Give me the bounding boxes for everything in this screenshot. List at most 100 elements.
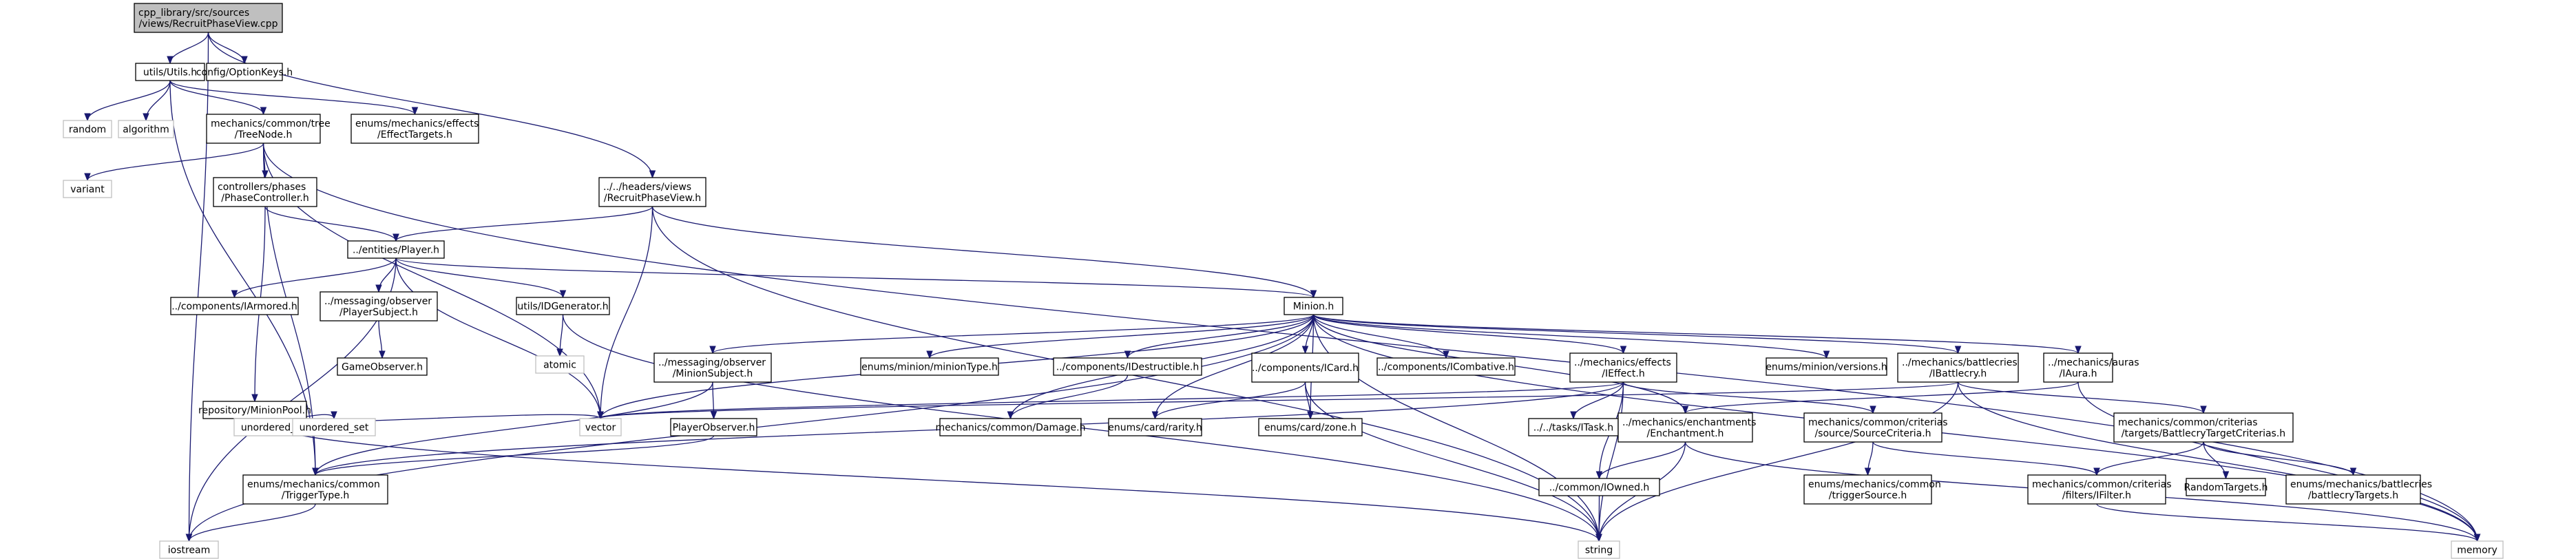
node-idgenerator[interactable]: utils/IDGenerator.h — [516, 297, 610, 315]
edge-phasecontroller-to-player — [264, 206, 396, 242]
edge-battlecrytargetcriteria-to-ifilter — [2097, 441, 2204, 476]
node-player[interactable]: ../entities/Player.h — [347, 240, 445, 259]
edge-root-to-utils — [170, 32, 209, 64]
node-box-versions — [1766, 357, 1887, 376]
edge-icard-to-string — [1304, 381, 1600, 541]
node-triggersource[interactable]: enums/mechanics/common/triggerSource.h — [1803, 474, 1941, 505]
node-label-idgenerator-0: utils/IDGenerator.h — [517, 302, 608, 313]
node-ibattlecry[interactable]: ../mechanics/battlecries/IBattlecry.h — [1897, 352, 2019, 383]
node-label-playerobserver-0: PlayerObserver.h — [673, 423, 755, 434]
node-randomtargets[interactable]: RandomTargets.h — [2184, 478, 2268, 496]
node-gameobserver[interactable]: GameObserver.h — [337, 357, 428, 376]
node-cardrarity[interactable]: enums/card/rarity.h — [1108, 418, 1202, 436]
node-label-ieffect-0: ../mechanics/effects — [1574, 357, 1671, 368]
node-damage[interactable]: mechanics/common/Damage.h — [936, 418, 1086, 436]
node-ieffect[interactable]: ../mechanics/effects/IEffect.h — [1569, 352, 1677, 383]
node-label-battlecrytargetcriteria-1: /targets/BattlecryTargetCriterias.h — [2122, 428, 2285, 439]
node-label-effecttargets-1: /EffectTargets.h — [377, 129, 452, 140]
node-iarmored[interactable]: ../components/IArmored.h — [170, 297, 299, 315]
node-cardzone[interactable]: enums/card/zone.h — [1258, 418, 1363, 436]
node-playersubject[interactable]: ../messaging/observer/PlayerSubject.h — [320, 291, 438, 321]
node-label-ibattlecry-0: ../mechanics/battlecries — [1902, 357, 2018, 368]
node-box-variant — [63, 180, 112, 198]
node-enchantment[interactable]: ../mechanics/enchantments/Enchantment.h — [1617, 412, 1756, 443]
node-box-random — [63, 120, 112, 138]
node-box-gameobserver — [337, 357, 428, 376]
node-utils[interactable]: utils/Utils.h — [135, 63, 205, 81]
edge-player-to-minion — [395, 257, 1314, 298]
node-iaura[interactable]: ../mechanics/auras/IAura.h — [2043, 352, 2139, 383]
node-box-triggertype — [242, 474, 388, 505]
node-triggertype[interactable]: enums/mechanics/common/TriggerType.h — [242, 474, 388, 505]
node-label-icombative-0: ../components/ICombative.h — [1378, 362, 1514, 373]
node-versions[interactable]: enums/minion/versions.h — [1766, 357, 1887, 376]
edge-playersubject-to-gameobserver — [378, 320, 382, 358]
node-box-iowned — [1538, 478, 1660, 496]
edge-minion-to-minionsubject — [713, 314, 1315, 354]
edge-minion-to-versions — [1312, 314, 1827, 359]
node-root[interactable]: cpp_library/src/sources/views/RecruitPha… — [134, 3, 283, 33]
edge-iowned-to-string — [1599, 495, 1600, 541]
node-label-root-0: cpp_library/src/sources — [138, 8, 249, 19]
node-label-root-1: /views/RecruitPhaseView.cpp — [138, 19, 278, 30]
node-configopt[interactable]: config/OptionKeys.h — [196, 63, 293, 81]
node-box-ieffect — [1569, 352, 1677, 383]
edge-recruitview-to-player — [396, 206, 653, 242]
node-label-random-0: random — [69, 125, 106, 136]
node-treenode[interactable]: mechanics/common/tree/TreeNode.h — [206, 114, 331, 144]
edge-utils-to-treenode — [169, 80, 264, 115]
edge-recruitview-to-minion — [651, 206, 1314, 298]
edge-minion-to-iaura — [1312, 314, 2079, 354]
node-effecttargets[interactable]: enums/mechanics/effects/EffectTargets.h — [350, 114, 479, 144]
node-label-vector-0: vector — [585, 423, 616, 434]
edge-minionsubject-to-playerobserver — [713, 381, 714, 419]
node-box-icombative — [1376, 357, 1516, 376]
node-icard[interactable]: ../components/ICard.h — [1251, 352, 1359, 383]
node-unordered_set: unordered_set — [292, 418, 376, 436]
edge-minion-to-ieffect — [1312, 314, 1624, 354]
edge-ieffect-to-vector — [600, 381, 1624, 419]
node-minionpool[interactable]: repository/MinionPool.h — [198, 401, 311, 419]
edge-enchantment-to-iowned — [1600, 441, 1686, 479]
edge-utils-to-effecttargets — [169, 80, 415, 115]
node-label-battlecrytargetcriteria-0: mechanics/common/criterias — [2118, 417, 2258, 428]
edge-ieffect-to-sourcecriteria — [1622, 381, 1874, 414]
node-vector: vector — [579, 418, 622, 436]
node-variant: variant — [63, 180, 112, 198]
node-box-atomic — [535, 355, 585, 374]
node-ifilter[interactable]: mechanics/common/criterias/filters/IFilt… — [2027, 474, 2172, 505]
edge-minionpool-to-string — [254, 418, 1599, 541]
node-phasecontroller[interactable]: controllers/phases/PhaseController.h — [213, 177, 317, 207]
node-playerobserver[interactable]: PlayerObserver.h — [670, 418, 757, 436]
node-box-treenode — [206, 114, 321, 144]
node-recruitview[interactable]: ../../headers/views/RecruitPhaseView.h — [598, 177, 706, 207]
node-minion[interactable]: Minion.h — [1284, 297, 1343, 315]
node-label-sourcecriteria-0: mechanics/common/criterias — [1808, 417, 1948, 428]
node-label-configopt-0: config/OptionKeys.h — [196, 67, 293, 78]
edge-minion-to-miniontype — [930, 314, 1315, 359]
node-iowned[interactable]: ../common/IOwned.h — [1538, 478, 1660, 496]
node-icombative[interactable]: ../components/ICombative.h — [1376, 357, 1516, 376]
node-label-idestructible-0: ../components/IDestructible.h — [1056, 362, 1200, 373]
node-label-unordered_set-0: unordered_set — [300, 423, 369, 434]
node-algorithm: algorithm — [118, 120, 174, 138]
node-label-versions-0: enums/minion/versions.h — [1766, 362, 1887, 373]
node-minionsubject[interactable]: ../messaging/observer/MinionSubject.h — [653, 352, 772, 383]
node-sourcecriteria[interactable]: mechanics/common/criterias/source/Source… — [1803, 412, 1948, 443]
node-box-cardzone — [1258, 418, 1363, 436]
edge-recruitview-to-vector — [600, 206, 653, 419]
node-miniontype[interactable]: enums/minion/minionType.h — [860, 357, 999, 376]
edge-battlecrytargetcriteria-to-randomtargets — [2203, 441, 2226, 479]
node-label-icard-0: ../components/ICard.h — [1252, 363, 1359, 374]
node-box-phasecontroller — [213, 177, 317, 207]
node-box-iaura — [2043, 352, 2113, 383]
node-battlecrytargetcriteria[interactable]: mechanics/common/criterias/targets/Battl… — [2113, 412, 2294, 443]
edge-root-to-iostream — [189, 32, 209, 541]
node-box-string — [1578, 540, 1620, 559]
edge-minion-to-ibattlecry — [1312, 314, 1958, 354]
node-idestructible[interactable]: ../components/IDestructible.h — [1053, 357, 1202, 376]
node-label-ifilter-1: /filters/IFilter.h — [2062, 490, 2131, 501]
node-box-recruitview — [598, 177, 706, 207]
node-itask[interactable]: ../../tasks/ITask.h — [1528, 418, 1619, 436]
node-battlecrytargets[interactable]: enums/mechanics/battlecries/battlecryTar… — [2285, 474, 2432, 505]
